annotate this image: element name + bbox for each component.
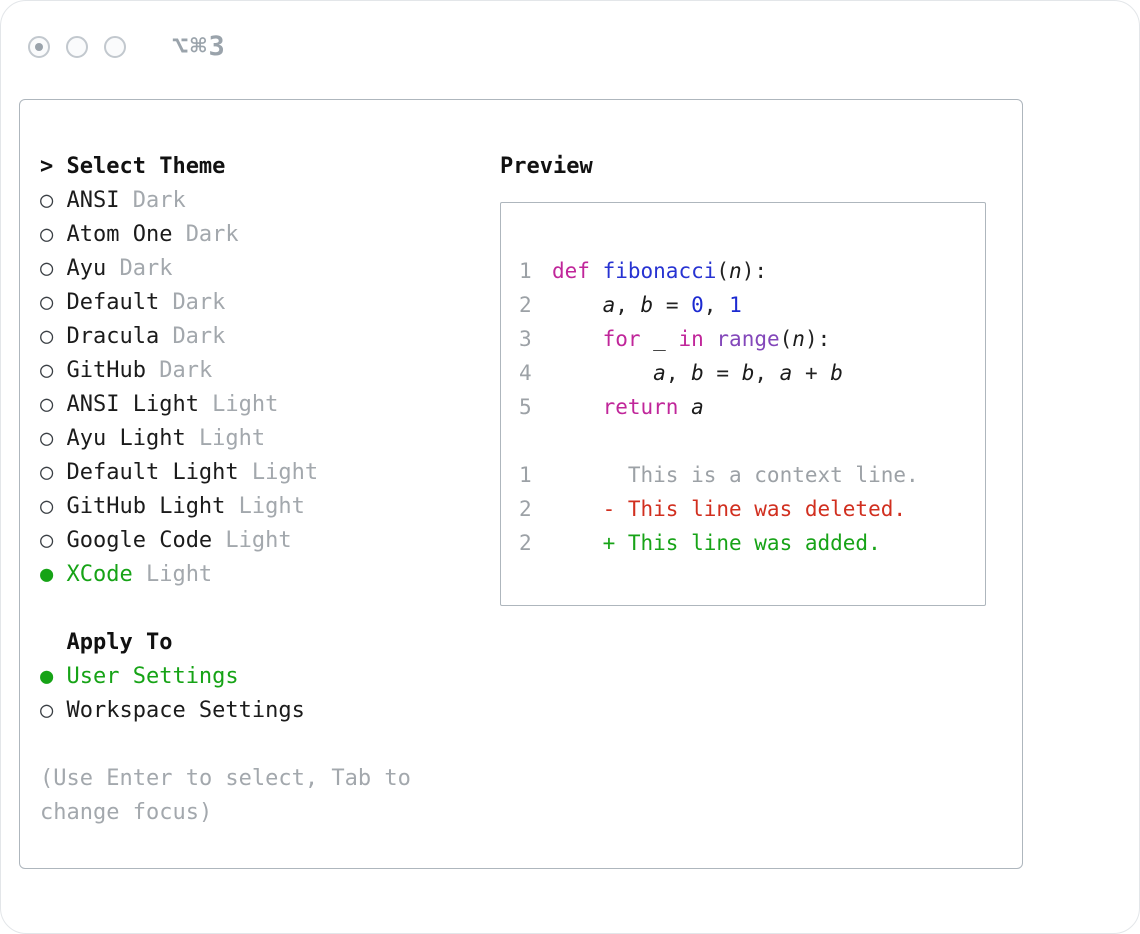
radio-icon: ○: [40, 698, 54, 723]
diff-line-add: 2 + This line was added.: [519, 526, 967, 560]
window-zoom-button[interactable]: [104, 35, 126, 58]
diff-line-ctx: 1 This is a context line.: [519, 458, 967, 492]
prompt-cursor-icon: >: [40, 154, 54, 179]
theme-option-ansi-light[interactable]: ○ ANSI Light Light: [40, 388, 490, 422]
theme-name: Ayu Light: [66, 426, 186, 451]
theme-name: Ayu: [66, 256, 107, 281]
radio-icon: ○: [40, 290, 54, 315]
window-shortcut-label: ⌥⌘3: [172, 31, 227, 62]
select-theme-title: > Select Theme: [40, 150, 490, 184]
line-number: 2: [519, 293, 532, 317]
theme-variant: Light: [251, 460, 319, 485]
theme-option-default[interactable]: ○ Default Dark: [40, 286, 490, 320]
line-number: 1: [519, 259, 532, 283]
code-line: 5 return a: [519, 390, 967, 424]
apply-to-list: ● User Settings ○ Workspace Settings: [40, 660, 490, 728]
code-text: a, b = 0, 1: [602, 293, 742, 317]
theme-option-github-light[interactable]: ○ GitHub Light Light: [40, 490, 490, 524]
theme-variant: Dark: [119, 256, 173, 281]
theme-name: XCode: [66, 562, 133, 587]
theme-option-xcode[interactable]: ● XCode Light: [40, 558, 490, 592]
theme-variant: Light: [198, 426, 266, 451]
theme-name: ANSI: [66, 188, 120, 213]
code-text: for _ in range(n):: [602, 327, 831, 351]
code-text: a, b = b, a + b: [653, 361, 843, 385]
theme-variant: Light: [145, 562, 213, 587]
theme-option-ayu-light[interactable]: ○ Ayu Light Light: [40, 422, 490, 456]
theme-option-atom-one[interactable]: ○ Atom One Dark: [40, 218, 490, 252]
theme-variant: Light: [225, 528, 292, 553]
diff-line-del: 2 - This line was deleted.: [519, 492, 967, 526]
line-number: 1: [519, 463, 532, 487]
line-number: 2: [519, 531, 532, 555]
theme-variant: Dark: [185, 222, 239, 247]
select-theme-title-text: Select Theme: [66, 154, 226, 179]
theme-option-google-code[interactable]: ○ Google Code Light: [40, 524, 490, 558]
theme-name: Default: [66, 290, 160, 315]
radio-icon: ○: [40, 222, 54, 247]
radio-icon: ○: [40, 256, 54, 281]
theme-variant: Dark: [159, 358, 213, 383]
apply-to-title: Apply To: [66, 630, 173, 655]
theme-option-ansi[interactable]: ○ ANSI Dark: [40, 184, 490, 218]
theme-variant: Light: [212, 392, 279, 417]
radio-icon: ○: [40, 392, 54, 417]
code-line: 1 def fibonacci(n):: [519, 254, 967, 288]
radio-icon: ○: [40, 324, 54, 349]
radio-selected-icon: ●: [40, 664, 54, 689]
theme-name: Dracula: [66, 324, 160, 349]
radio-icon: ○: [40, 460, 54, 485]
active-window-dot-icon: [35, 42, 43, 51]
theme-name: GitHub: [66, 358, 146, 383]
diff-sample: 1 This is a context line.2 - This line w…: [519, 458, 967, 560]
radio-icon: ○: [40, 494, 54, 519]
radio-icon: ○: [40, 358, 54, 383]
code-line: 2 a, b = 0, 1: [519, 288, 967, 322]
window-close-button[interactable]: [28, 35, 50, 58]
preview-title: Preview: [500, 154, 593, 179]
radio-icon: ○: [40, 528, 54, 553]
titlebar: ⌥⌘3: [1, 1, 1139, 65]
code-line: 3 for _ in range(n):: [519, 322, 967, 356]
theme-option-github[interactable]: ○ GitHub Dark: [40, 354, 490, 388]
radio-icon: ○: [40, 188, 54, 213]
radio-icon: ○: [40, 426, 54, 451]
radio-selected-icon: ●: [40, 562, 54, 587]
theme-name: Google Code: [66, 528, 213, 553]
theme-name: Atom One: [66, 222, 173, 247]
line-number: 5: [519, 395, 532, 419]
diff-text: - This line was deleted.: [552, 497, 907, 521]
theme-variant: Dark: [172, 324, 226, 349]
theme-option-ayu[interactable]: ○ Ayu Dark: [40, 252, 490, 286]
diff-text: + This line was added.: [552, 531, 881, 555]
apply-option-label: User Settings: [66, 664, 239, 689]
window-minimize-button[interactable]: [66, 35, 88, 58]
apply-option-user-settings[interactable]: ● User Settings: [40, 660, 490, 694]
theme-option-dracula[interactable]: ○ Dracula Dark: [40, 320, 490, 354]
theme-name: Default Light: [66, 460, 239, 485]
theme-name: GitHub Light: [66, 494, 226, 519]
apply-option-workspace-settings[interactable]: ○ Workspace Settings: [40, 694, 490, 728]
theme-option-default-light[interactable]: ○ Default Light Light: [40, 456, 490, 490]
theme-variant: Light: [238, 494, 305, 519]
line-number: 2: [519, 497, 532, 521]
diff-text: This is a context line.: [552, 463, 919, 487]
theme-variant: Dark: [172, 290, 226, 315]
keyboard-hint: (Use Enter to select, Tab to change focu…: [40, 766, 411, 825]
line-number: 4: [519, 361, 532, 385]
code-text: return a: [602, 395, 704, 419]
code-text: def fibonacci(n):: [552, 259, 767, 283]
code-line: 4 a, b = b, a + b: [519, 356, 967, 390]
theme-name: ANSI Light: [66, 392, 199, 417]
theme-variant: Dark: [132, 188, 186, 213]
line-number: 3: [519, 327, 532, 351]
apply-option-label: Workspace Settings: [66, 698, 305, 723]
